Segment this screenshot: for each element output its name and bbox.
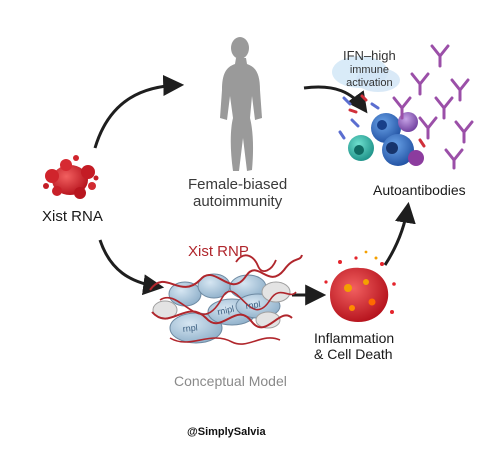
antibody-fragments-red <box>348 94 426 148</box>
female-label-line2: autoimmunity <box>193 193 283 211</box>
ifn-label-line3: activation <box>346 76 393 89</box>
ifn-label-line2: immune <box>349 63 389 76</box>
inflammation-label-line2: & Cell Death <box>314 346 393 363</box>
antibody-icons <box>392 44 474 170</box>
credit-handle: @SimplySalvia <box>187 426 266 438</box>
female-label-line1: Female-biased <box>188 176 288 193</box>
dying-cell-icon <box>324 250 396 322</box>
xist-rna-icon <box>43 155 99 199</box>
ifn-high-label: IFN–high immune activation <box>343 48 396 89</box>
xist-rna-label: Xist RNA <box>42 208 103 225</box>
protein-label-2: rnipl <box>216 304 235 317</box>
conceptual-model-caption: Conceptual Model <box>174 373 287 389</box>
inflammation-label: Inflammation & Cell Death <box>314 330 394 362</box>
xist-rnp-complex-icon: rnpl rnipl rnpl <box>149 254 303 345</box>
xist-rnp-label: Xist RNP <box>188 243 249 260</box>
female-silhouette-icon <box>220 37 262 171</box>
ifn-label-line1: IFN–high <box>343 48 396 63</box>
inflammation-label-line1: Inflammation <box>314 330 395 346</box>
protein-label-3: rnpl <box>245 299 261 311</box>
arrow-inflammation-to-autoantibodies <box>383 201 416 266</box>
immune-cells-icon <box>332 56 424 166</box>
protein-label-1: rnpl <box>182 322 198 334</box>
arrow-xist-to-rnp <box>98 239 165 296</box>
female-biased-autoimmunity-label: Female-biased autoimmunity <box>188 176 287 211</box>
antibody-fragments <box>338 96 380 140</box>
autoantibodies-label: Autoantibodies <box>373 182 466 198</box>
arrow-xist-to-female <box>93 74 185 149</box>
arrow-female-to-autoantibodies <box>303 85 368 114</box>
